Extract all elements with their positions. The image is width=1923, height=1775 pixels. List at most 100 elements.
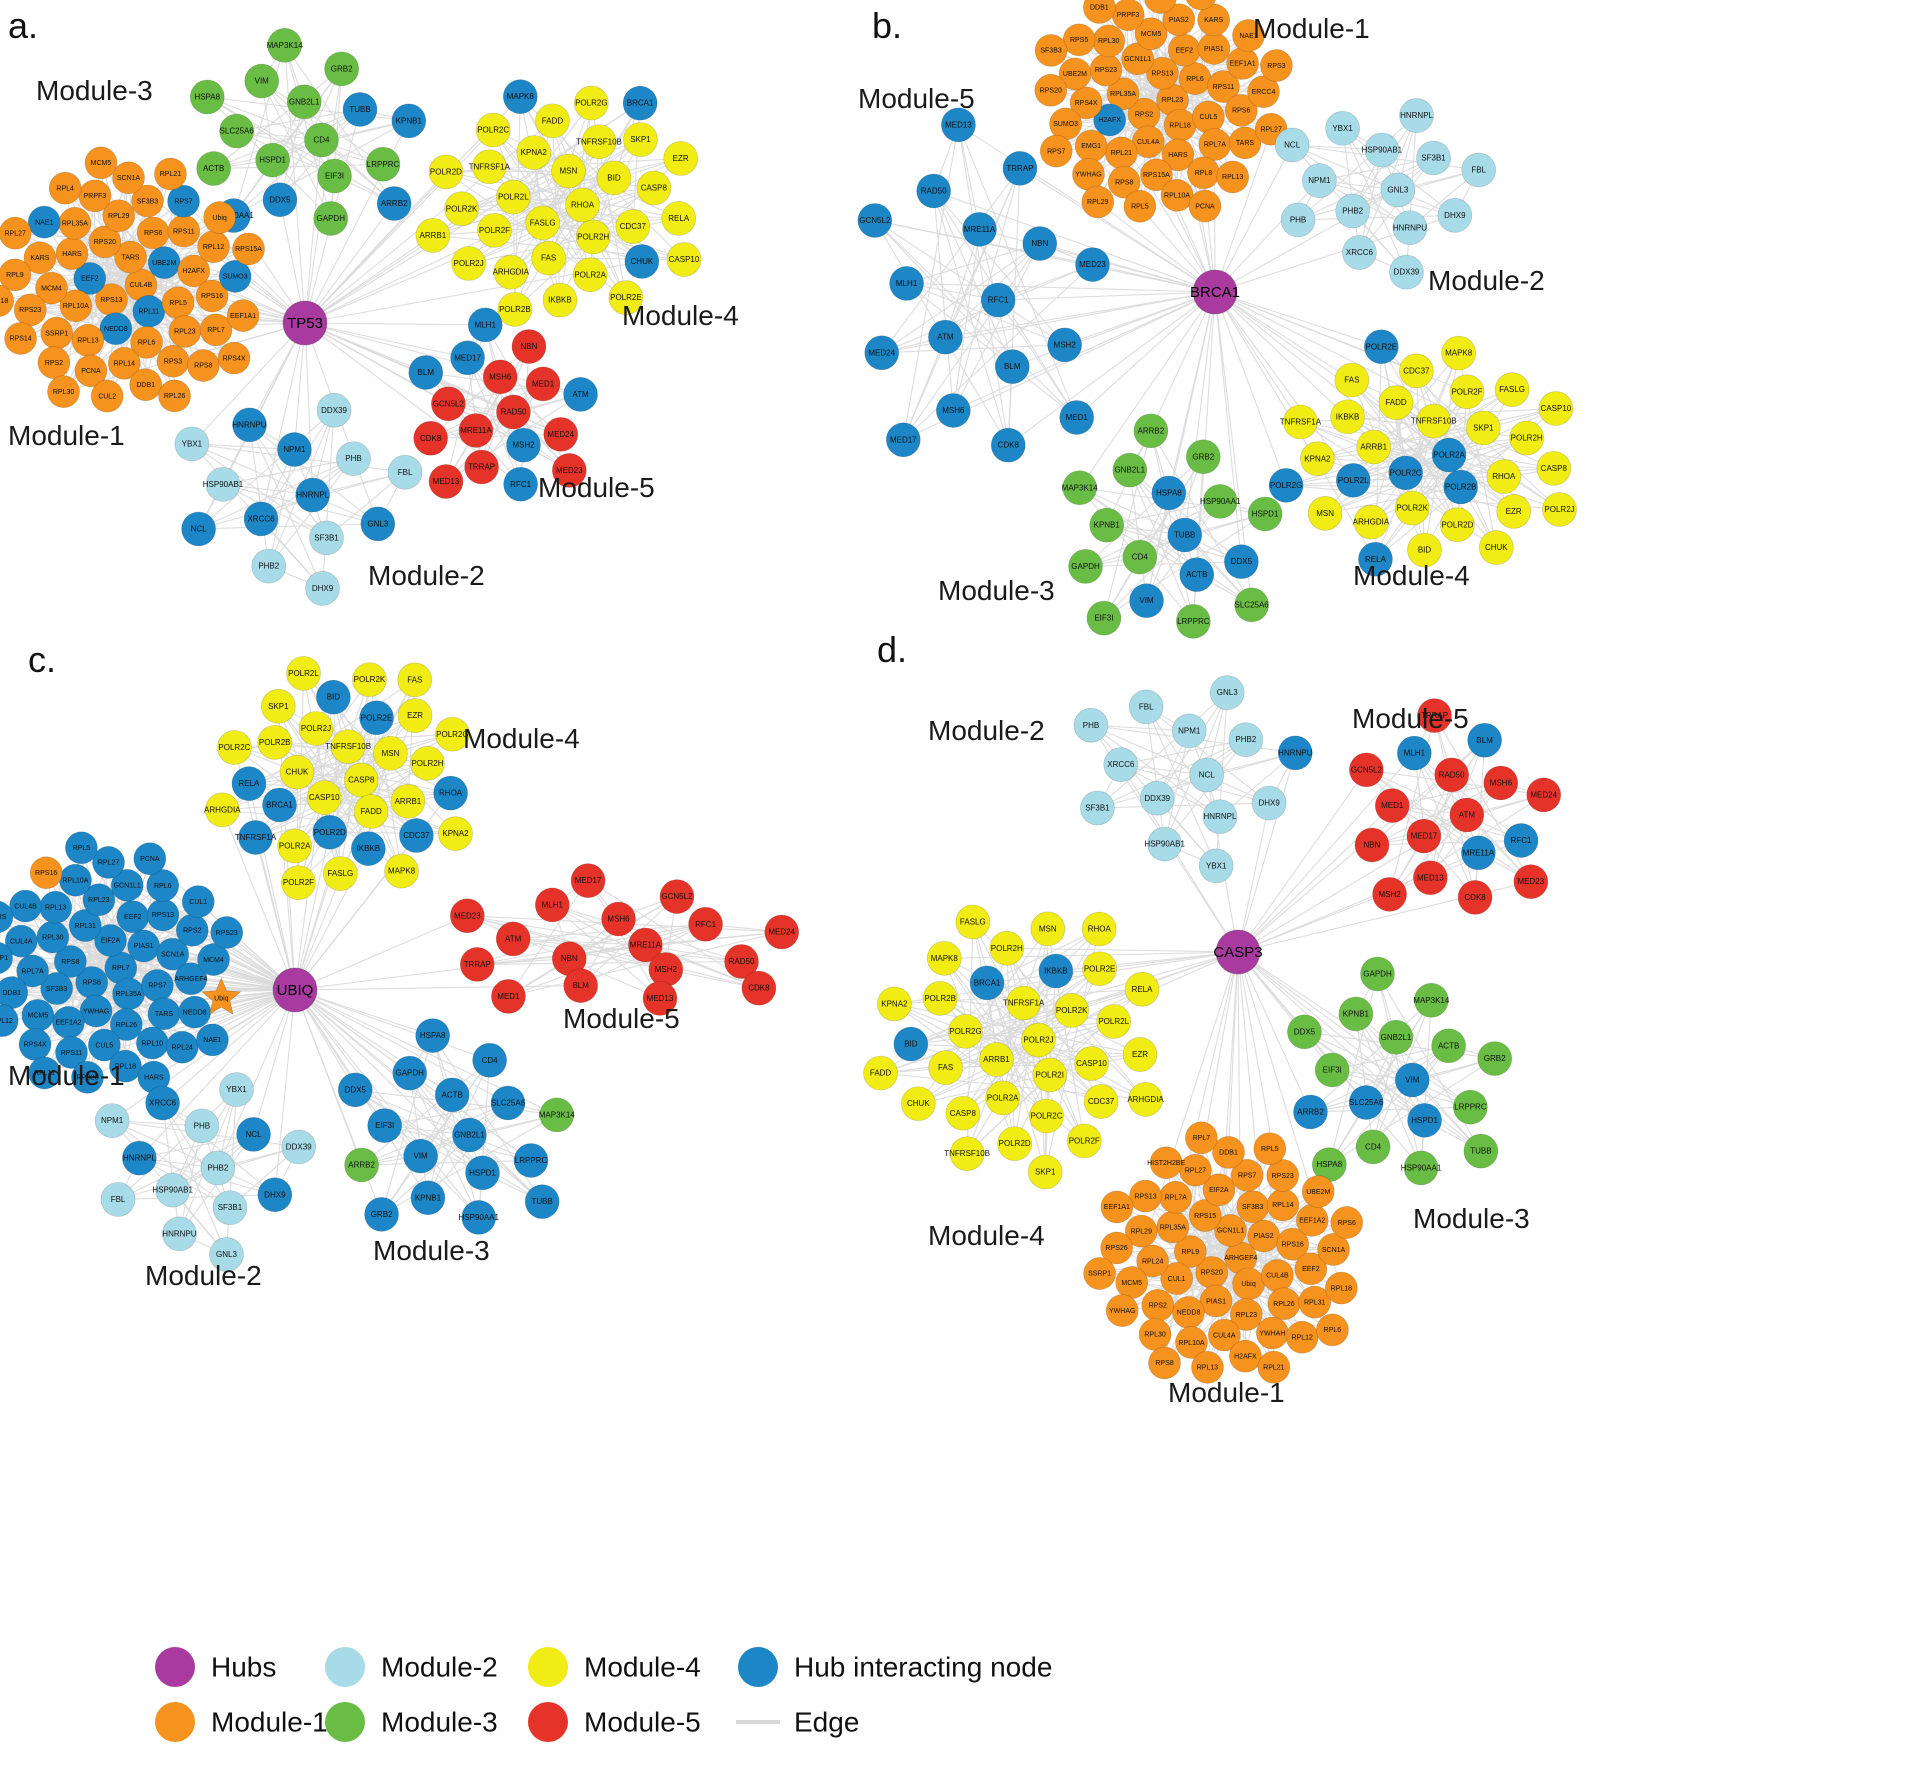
gene-label: POLR2K <box>1396 504 1428 513</box>
gene-node-SSRP1 <box>0 942 13 974</box>
edge <box>952 243 1041 411</box>
gene-node-CHUK <box>624 244 660 279</box>
gene-label: RHOA <box>571 201 595 210</box>
edge <box>1291 144 1456 216</box>
gene-label: RPS6 <box>83 980 101 987</box>
gene-label: DHX9 <box>1444 211 1466 220</box>
legend-label: Module-1 <box>211 1707 328 1738</box>
gene-node-RPL6 <box>146 869 180 902</box>
gene-label: RPS4X <box>24 1042 47 1049</box>
gene-label: GCN1L1 <box>114 883 141 890</box>
gene-label: RPL5 <box>73 845 91 852</box>
gene-node-POLR2B <box>257 725 293 760</box>
gene-label: RPS23 <box>216 930 238 937</box>
gene-label: MLH1 <box>475 320 497 329</box>
gene-label: DDB1 <box>2 990 21 997</box>
gene-label: RPL18 <box>1331 1285 1353 1292</box>
gene-label: RPS6 <box>1338 1220 1356 1227</box>
gene-node-BID <box>316 679 351 715</box>
gene-node-GNL3 <box>209 1237 244 1272</box>
gene-node-Ubiq <box>201 977 242 1015</box>
gene-label: KARS <box>30 255 49 262</box>
gene-label: CASP10 <box>669 255 700 264</box>
gene-label: MED24 <box>768 928 795 937</box>
gene-label: EZR <box>407 711 423 720</box>
gene-label: ARRB1 <box>419 231 446 240</box>
legend-swatch-blue <box>738 1647 778 1687</box>
gene-node-TNFRSF10B <box>581 124 617 160</box>
hub-edge <box>294 832 331 991</box>
gene-node-HSPD1 <box>255 142 290 178</box>
gene-label: RPS11 <box>173 228 195 235</box>
gene-node-HNRNPU <box>1277 735 1313 771</box>
gene-node-RPL14 <box>107 346 141 380</box>
edge <box>1286 484 1461 488</box>
gene-label: POLR2B <box>924 994 956 1003</box>
gene-node-POLR2I <box>1032 1057 1068 1093</box>
gene-node-CUL4A <box>1207 1318 1241 1352</box>
gene-label: MSN <box>560 167 578 176</box>
gene-node-ARHGDIA <box>204 792 240 828</box>
gene-label: CDK8 <box>998 441 1020 450</box>
gene-label: ARRB2 <box>1297 1108 1324 1117</box>
gene-label: RELA <box>1132 985 1154 994</box>
gene-label: KPNA2 <box>442 829 469 838</box>
gene-node-FASLG <box>1494 372 1530 407</box>
gene-node-FADD <box>1378 385 1414 420</box>
edge <box>1371 839 1522 846</box>
gene-label: RPS11 <box>61 1050 83 1057</box>
gene-node-RPS8 <box>1148 1346 1181 1380</box>
edge <box>1304 1031 1471 1108</box>
gene-node-XRCC6 <box>243 501 279 537</box>
gene-node-XRCC6 <box>145 1085 180 1121</box>
gene-node-ACTB <box>196 151 231 186</box>
gene-node-MAP3K14 <box>1062 470 1098 506</box>
gene-label: ATM <box>572 390 589 399</box>
gene-label: RPS20 <box>94 239 116 246</box>
gene-label: RPL35A <box>1160 1224 1186 1231</box>
gene-node-RPS20 <box>71 1061 104 1094</box>
gene-node-BID <box>893 1026 929 1062</box>
hub-edge <box>1237 951 1413 1081</box>
gene-label: BLM <box>572 981 589 990</box>
gene-label: POLR2F <box>1069 1136 1100 1145</box>
edge <box>261 80 332 219</box>
gene-label: EZR <box>673 154 689 163</box>
edge <box>198 409 335 530</box>
gene-node-NBN <box>1022 226 1058 261</box>
gene-node-CD4 <box>472 1042 507 1078</box>
gene-label: POLR2K <box>354 675 386 684</box>
gene-label: TUBB <box>1470 1147 1491 1156</box>
edge <box>1342 127 1411 229</box>
gene-node-GNB2L1 <box>286 84 322 120</box>
gene-label: FASLG <box>530 218 556 227</box>
gene-node-CHUK <box>279 754 315 790</box>
gene-label: FADD <box>360 807 382 816</box>
gene-node-RPS7 <box>1039 134 1073 168</box>
gene-node-RPL12 <box>0 1004 19 1037</box>
gene-label: RPS15A <box>1143 172 1170 179</box>
gene-label: RAD50 <box>729 957 755 966</box>
hub-edge <box>998 291 1216 301</box>
gene-label: POLR2A <box>574 270 606 279</box>
gene-label: FASLG <box>327 869 353 878</box>
gene-label: SLC25A6 <box>1349 1098 1384 1107</box>
gene-node-FADD <box>353 794 389 829</box>
gene-node-HSP90AA1 <box>1202 484 1238 519</box>
edge <box>551 904 661 999</box>
gene-label: ARHGDIA <box>1353 518 1390 527</box>
gene-label: ACTB <box>203 164 224 173</box>
gene-node-UBE2M <box>1058 57 1092 91</box>
gene-label: SF3B3 <box>1242 1204 1264 1211</box>
gene-label: CD4 <box>313 136 330 145</box>
gene-node-FBL <box>1128 689 1164 725</box>
edge <box>1342 128 1360 253</box>
gene-node-MAPK8 <box>1441 335 1477 371</box>
gene-label: POLR2A <box>987 1093 1019 1102</box>
gene-node-YBX1 <box>174 426 210 462</box>
edge <box>324 797 456 835</box>
gene-node-RELA <box>661 200 697 236</box>
gene-node-GNB2L1 <box>1378 1019 1414 1055</box>
gene-node-YBX1 <box>1198 848 1234 884</box>
